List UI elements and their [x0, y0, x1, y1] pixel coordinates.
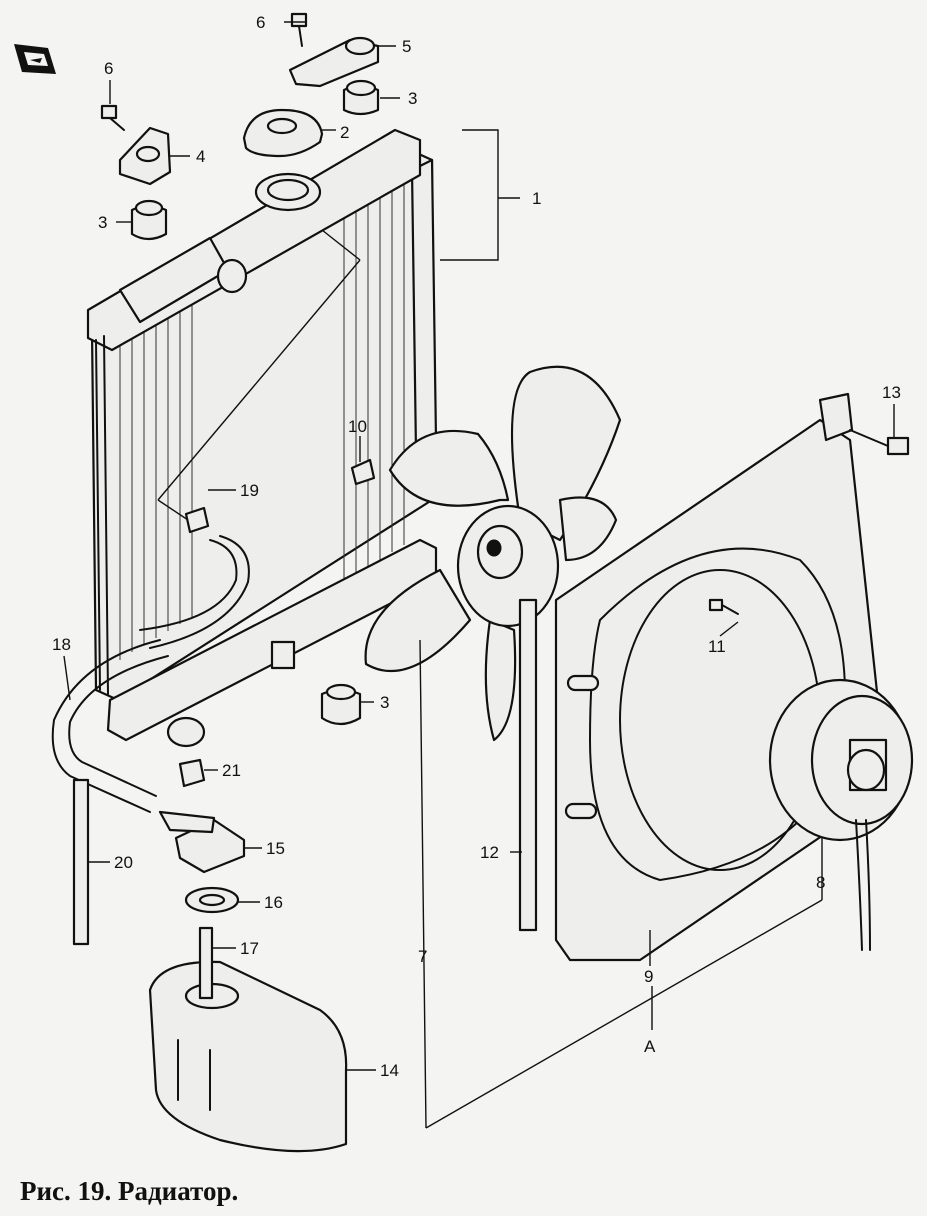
- callout-2: 2: [340, 123, 349, 142]
- radiator-cap: [242, 108, 324, 158]
- drain-pipe: [72, 778, 90, 946]
- callout-17: 17: [240, 939, 259, 958]
- callout-3-lower: 3: [380, 693, 389, 712]
- rubber-mount-upper: [342, 79, 380, 116]
- callout-4: 4: [196, 147, 205, 166]
- callout-20: 20: [114, 853, 133, 872]
- nut: [350, 458, 376, 486]
- bolt-shroud: [849, 429, 910, 456]
- rubber-mount-lower: [320, 683, 362, 726]
- bolt-left: [100, 104, 125, 131]
- clamp-ring: [184, 886, 240, 914]
- callout-10: 10: [348, 417, 367, 436]
- rubber-mount-left: [130, 199, 168, 241]
- front-arrow-icon: [14, 44, 56, 74]
- callout-11: 11: [708, 637, 726, 656]
- reservoir-cap: [158, 810, 246, 874]
- overflow-hose: [51, 639, 169, 813]
- leader-lines: [63, 21, 895, 1129]
- callout-15: 15: [266, 839, 285, 858]
- clip-small: [178, 758, 206, 788]
- callout-labels: 1 2 3 3 3 4 5 6 6 7 8 9 10 11 12 13 14 1…: [52, 13, 901, 1080]
- callout-21: 21: [222, 761, 241, 780]
- callout-14: 14: [380, 1061, 399, 1080]
- screw: [708, 598, 739, 615]
- reservoir-tank: [148, 960, 348, 1153]
- callout-1: 1: [532, 189, 541, 208]
- callout-8: 8: [816, 873, 825, 892]
- fan-shroud: [554, 392, 882, 962]
- callout-16: 16: [264, 893, 283, 912]
- callout-6-left: 6: [104, 59, 113, 78]
- fan-motor: [768, 678, 914, 951]
- hose-clip: [139, 506, 250, 649]
- callout-3-left: 3: [98, 213, 107, 232]
- callout-7: 7: [418, 947, 427, 966]
- callout-12: 12: [480, 843, 499, 862]
- reservoir-tube: [198, 926, 214, 1000]
- callout-13: 13: [882, 383, 901, 402]
- callout-18: 18: [52, 635, 71, 654]
- callout-6-top: 6: [256, 13, 265, 32]
- callout-5: 5: [402, 37, 411, 56]
- figure-caption: Рис. 19. Радиатор.: [20, 1176, 238, 1206]
- bolt-top: [290, 12, 308, 47]
- callout-ref-a: A: [644, 1037, 656, 1056]
- air-seal: [518, 598, 538, 932]
- callout-19: 19: [240, 481, 259, 500]
- callout-9: 9: [644, 967, 653, 986]
- bracket-right: [288, 36, 380, 88]
- cooling-fan: [364, 365, 622, 742]
- callout-3-upper: 3: [408, 89, 417, 108]
- bracket-left: [118, 126, 172, 186]
